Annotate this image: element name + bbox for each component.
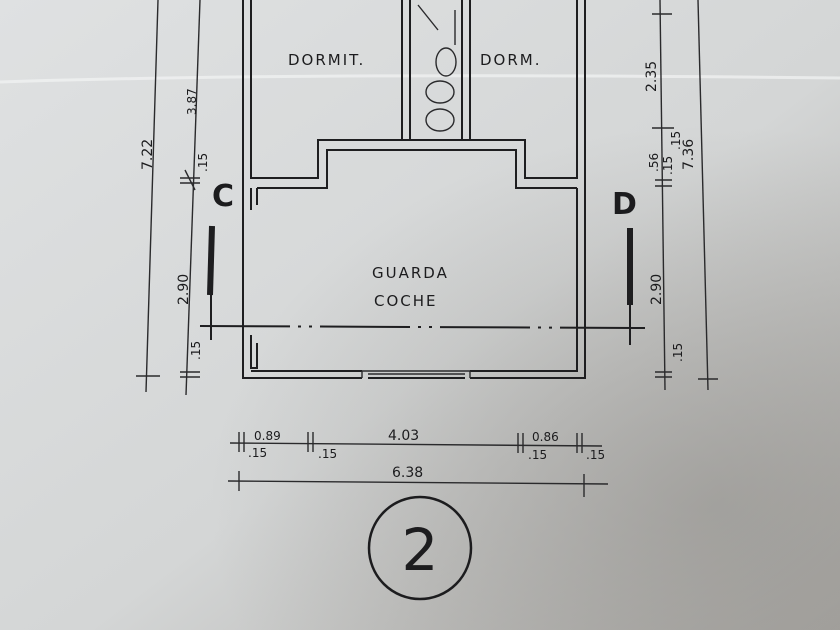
toilet-icon bbox=[425, 80, 455, 104]
sheet-number: 2 bbox=[402, 516, 439, 584]
dim-right-wall-bottom: .15 bbox=[671, 343, 685, 362]
paper-fold bbox=[0, 74, 840, 84]
bottom-dimensions: 0.89 .15 .15 4.03 0.86 .15 .15 6.38 bbox=[227, 428, 609, 497]
dim-right-upper: 2.35 bbox=[644, 61, 660, 92]
dim-bottom-total: 6.38 bbox=[392, 465, 423, 481]
section-mark-c: C bbox=[212, 179, 234, 214]
dim-left-upper: 3.87 bbox=[185, 88, 199, 115]
dim-bottom-wall-right: .15 bbox=[586, 448, 605, 462]
bathroom-fixtures bbox=[417, 4, 457, 132]
dim-bottom-wall-left-inner: .15 bbox=[318, 447, 337, 461]
dim-bottom-wall-left: .15 bbox=[248, 446, 267, 460]
dim-right-step: .56 bbox=[647, 153, 661, 172]
dim-bottom-wall-right-inner: .15 bbox=[528, 448, 547, 462]
sheet-number-badge: 2 bbox=[367, 495, 473, 601]
dim-right-garage: 2.90 bbox=[649, 274, 665, 305]
dim-left-total: 7.22 bbox=[140, 139, 156, 170]
room-label-garage-2: COCHE bbox=[374, 292, 438, 310]
sink-icon bbox=[435, 47, 457, 77]
dim-bottom-opening-right: 0.86 bbox=[532, 430, 559, 444]
right-dimensions: 2.35 .56 .15 .15 7.36 2.90 .15 bbox=[644, 0, 718, 391]
dim-bottom-door: 4.03 bbox=[388, 428, 419, 444]
dim-left-garage: 2.90 bbox=[176, 274, 192, 305]
toilet-icon bbox=[425, 108, 455, 132]
section-line-cd: C D bbox=[199, 179, 646, 345]
room-label-garage-1: GUARDA bbox=[372, 264, 449, 282]
dim-right-wall-a: .15 bbox=[661, 156, 675, 175]
dim-left-wall-bottom: .15 bbox=[189, 341, 203, 360]
dim-right-wall-b: .15 bbox=[669, 131, 683, 150]
dim-right-total: 7.36 bbox=[681, 139, 697, 170]
section-mark-d: D bbox=[612, 187, 637, 222]
left-dimensions: 7.22 3.87 .15 2.90 .15 bbox=[136, 0, 210, 396]
dim-left-wall-mid: .15 bbox=[196, 153, 210, 172]
room-label-bedroom-right: DORM. bbox=[480, 51, 542, 69]
dim-bottom-opening-left: 0.89 bbox=[254, 429, 281, 443]
room-label-bedroom-left: DORMIT. bbox=[288, 51, 365, 69]
walls bbox=[242, 0, 586, 379]
